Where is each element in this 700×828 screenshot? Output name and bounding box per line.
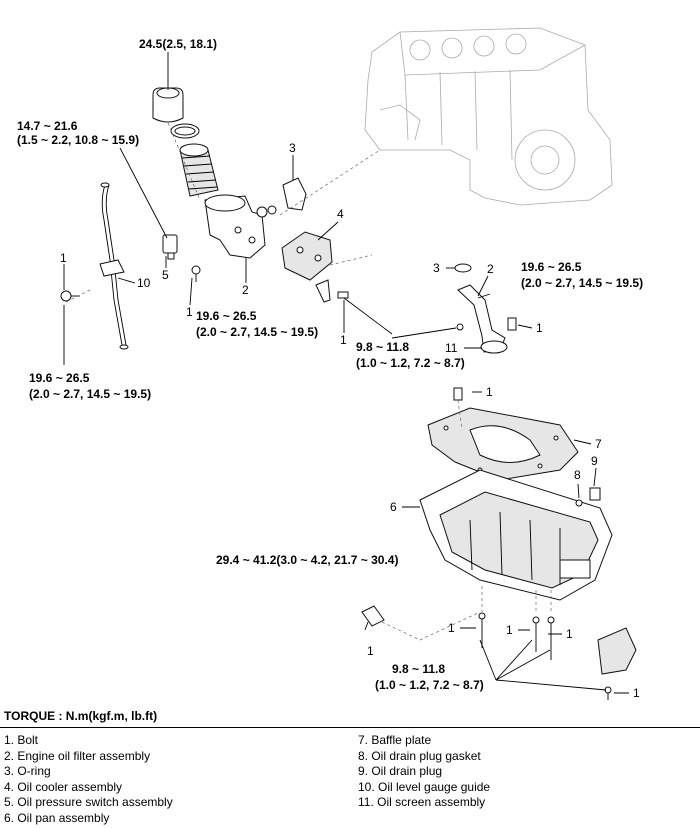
torque-label-small-bolt-alt: (1.0 ~ 1.2, 7.2 ~ 8.7): [356, 356, 465, 370]
torque-heading: TORQUE : N.m(kgf.m, lb.ft): [4, 709, 158, 723]
callout-11-oil-screen: 11: [445, 341, 458, 355]
oil-drain-plug: [589, 487, 601, 501]
timing-cover-bracket: [597, 627, 637, 675]
legend-item: 4. Oil cooler assembly: [4, 779, 123, 794]
screen-o-ring: [454, 263, 472, 273]
torque-label-small-bolt: 9.8 ~ 11.8: [356, 340, 409, 354]
torque-label-pan-bolt-alt: (1.0 ~ 1.2, 7.2 ~ 8.7): [375, 678, 484, 692]
oil-filter-cap: [152, 87, 184, 123]
callout-1-bracket-bolt: 1: [340, 333, 347, 347]
legend-item: 2. Engine oil filter assembly: [4, 748, 151, 763]
callout-5-pressure-switch: 5: [162, 268, 169, 282]
callout-9-drain-plug: 9: [591, 454, 598, 468]
oil-cooler-assembly: [281, 231, 333, 281]
callout-1-pan-bolt-b: 1: [506, 623, 513, 637]
pan-bolts: [478, 612, 612, 700]
legend-item: 8. Oil drain plug gasket: [358, 748, 481, 763]
callout-2-screen-gasket: 2: [487, 262, 494, 276]
legend-item: 3. O-ring: [4, 764, 51, 779]
parts-legend-right: 7. Baffle plate 8. Oil drain plug gasket…: [358, 733, 490, 811]
oil-filter-element: [179, 143, 219, 197]
oil-filter-housing: [204, 194, 277, 259]
small-bracket-bolt: [315, 279, 349, 303]
leader-lines: [63, 52, 629, 694]
cooler-bolt: [191, 265, 201, 282]
legend-item: 9. Oil drain plug: [358, 764, 443, 779]
baffle-plate: [427, 407, 579, 481]
oil-screen-assembly: [457, 284, 508, 354]
legend-item: 10. Oil level gauge guide: [358, 779, 491, 794]
callout-4-oil-cooler: 4: [337, 207, 344, 221]
torque-label-pressure-switch-alt: (1.5 ~ 2.2, 10.8 ~ 15.9): [17, 133, 139, 147]
torque-label-guide-bolt-alt: (2.0 ~ 2.7, 14.5 ~ 19.5): [29, 387, 151, 401]
legend-item: 7. Baffle plate: [358, 733, 432, 747]
divider: [0, 727, 700, 728]
torque-label-screen-bolt-alt: (2.0 ~ 2.7, 14.5 ~ 19.5): [521, 276, 643, 290]
parts-legend-left: 1. Bolt 2. Engine oil filter assembly 3.…: [4, 733, 173, 827]
callout-1-gauge-bolt: 1: [60, 251, 67, 265]
oil-pressure-switch: [162, 234, 178, 260]
callout-7-baffle: 7: [595, 437, 602, 451]
drain-plug-fitting: [361, 605, 385, 627]
callout-3-filter-o-ring: 3: [289, 141, 296, 155]
oil-level-gauge-guide: [99, 182, 129, 350]
drain-plug-gasket: [575, 499, 583, 507]
callout-2-filter: 2: [242, 283, 249, 297]
legend-item: 5. Oil pressure switch assembly: [4, 795, 173, 810]
callout-1-cooler-bolt: 1: [186, 305, 193, 319]
callout-1-baffle-bolt: 1: [486, 385, 493, 399]
screen-bolt: [456, 317, 517, 331]
baffle-bolt: [453, 387, 463, 401]
torque-label-cooler-bolt-alt: (2.0 ~ 2.7, 14.5 ~ 19.5): [196, 325, 318, 339]
alignment-lines: [65, 122, 552, 641]
cooler-o-ring: [282, 177, 307, 211]
callout-1-pan-bolt-c: 1: [566, 627, 573, 641]
legend-item: 11. Oil screen assembly: [358, 795, 486, 810]
callout-1-drain-fitting: 1: [367, 644, 374, 658]
callout-3-screen-o-ring: 3: [433, 261, 440, 275]
callout-8-gasket: 8: [574, 468, 581, 482]
callout-6-oil-pan: 6: [390, 500, 397, 514]
torque-label-filter-cap: 24.5(2.5, 18.1): [139, 37, 217, 51]
callout-1-pan-bolt-a: 1: [448, 621, 455, 635]
legend-item: 1. Bolt: [4, 733, 39, 747]
callout-1-pan-bolt-d: 1: [633, 686, 640, 700]
torque-label-screen-bolt: 19.6 ~ 26.5: [521, 260, 582, 274]
oil-pan-assembly: [419, 469, 613, 601]
gauge-guide-bolt: [60, 290, 80, 302]
callout-1-screen-bolt: 1: [536, 321, 543, 335]
torque-label-guide-bolt: 19.6 ~ 26.5: [29, 371, 90, 385]
engine-block-outline: [364, 27, 613, 206]
torque-label-pan-bolt: 9.8 ~ 11.8: [392, 662, 445, 676]
torque-label-pressure-switch: 14.7 ~ 21.6: [17, 119, 78, 133]
torque-label-drain-plug: 29.4 ~ 41.2(3.0 ~ 4.2, 21.7 ~ 30.4): [216, 553, 398, 567]
callout-10-gauge-guide: 10: [137, 276, 151, 290]
exploded-parts-diagram: 24.5(2.5, 18.1) 14.7 ~ 21.6 (1.5 ~ 2.2, …: [17, 27, 643, 700]
legend-item: 6. Oil pan assembly: [4, 810, 110, 825]
torque-label-cooler-bolt: 19.6 ~ 26.5: [196, 309, 257, 323]
